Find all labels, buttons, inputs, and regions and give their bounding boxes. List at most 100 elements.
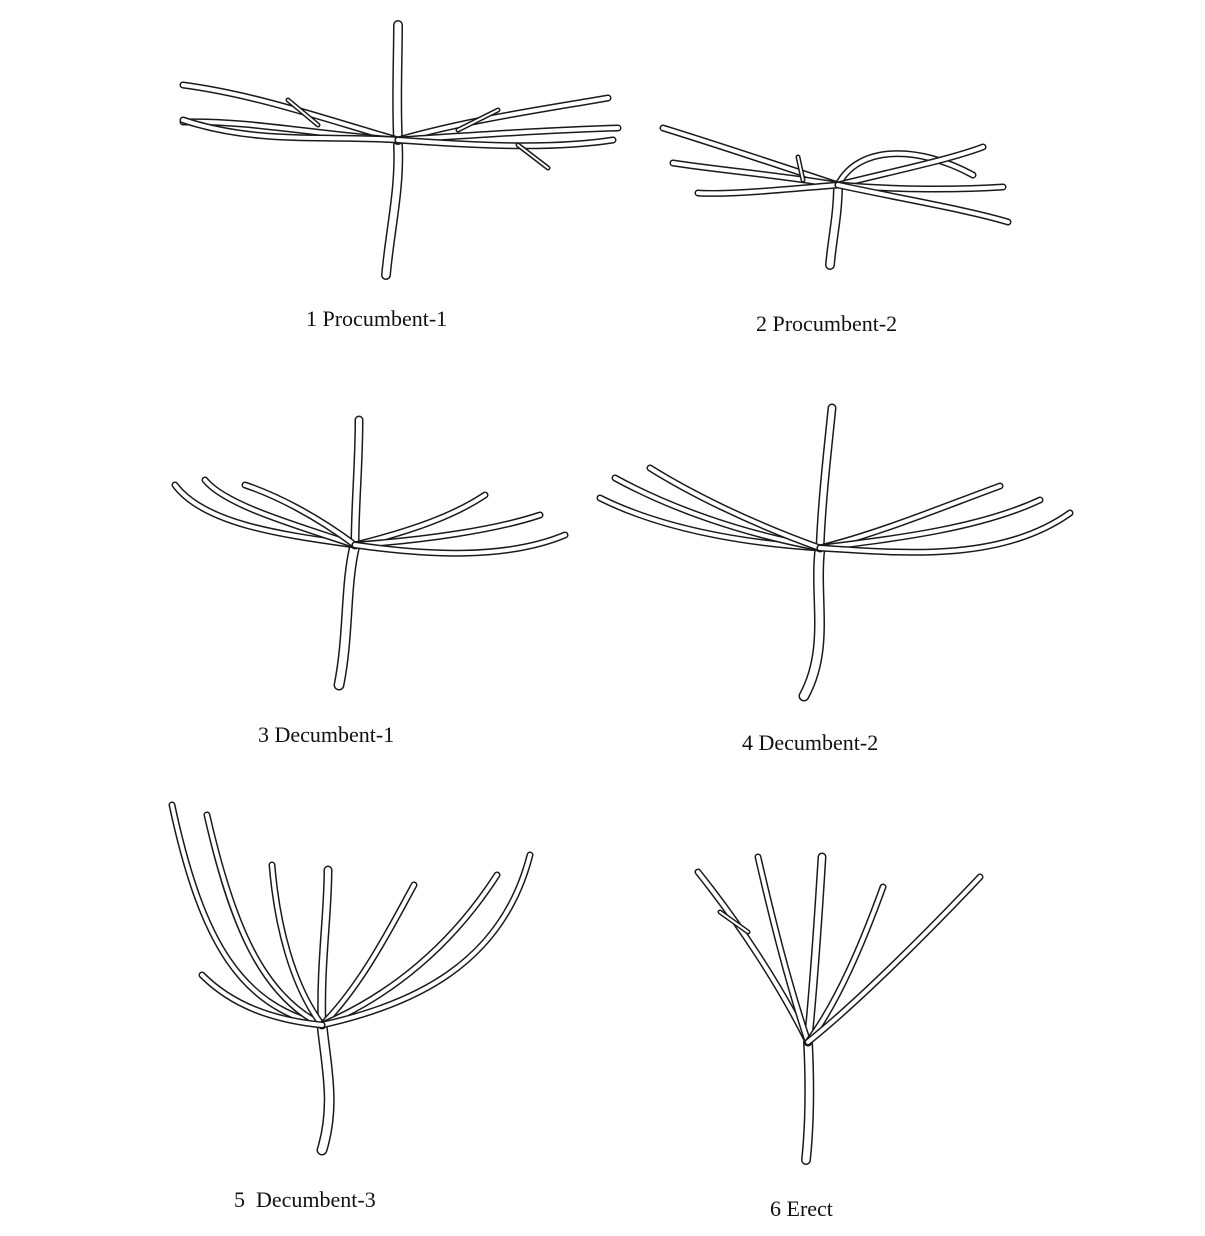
caption-panel-3: 3 Decumbent-1 — [258, 722, 394, 748]
taproot-fill — [806, 1042, 809, 1160]
branch — [808, 887, 883, 1042]
branch — [838, 154, 973, 185]
caption-panel-5: 5 Decumbent-3 — [234, 1187, 376, 1213]
branch — [322, 875, 497, 1025]
branch — [673, 163, 838, 185]
plant-decumbent-2 — [600, 408, 1070, 696]
branch — [322, 855, 530, 1025]
taproot — [386, 145, 398, 275]
branch-fill — [663, 128, 838, 185]
branch-fill — [615, 478, 820, 548]
caption-panel-2: 2 Procumbent-2 — [756, 311, 897, 337]
central-shoot — [355, 420, 359, 545]
branch-fill — [673, 163, 838, 185]
central-shoot — [397, 25, 398, 140]
branch — [820, 500, 1040, 548]
branch — [663, 128, 838, 185]
branch — [183, 122, 398, 140]
branch-fill — [205, 480, 355, 545]
branch — [183, 85, 398, 140]
branch — [820, 513, 1070, 552]
branch-fill — [183, 85, 398, 140]
branch — [398, 98, 608, 140]
branch-fill — [355, 495, 485, 545]
branch — [355, 495, 485, 545]
branch-fill — [838, 147, 983, 185]
branch-fill — [838, 154, 973, 185]
taproot-fill — [830, 185, 838, 265]
twig — [720, 912, 748, 932]
central-shoot-fill — [397, 25, 398, 140]
branch — [838, 147, 983, 185]
branch — [175, 485, 355, 545]
plant-decumbent-3 — [172, 805, 530, 1150]
central-shoot-fill — [820, 408, 832, 548]
branch-fill — [838, 185, 1008, 222]
twig — [518, 145, 548, 168]
branch — [820, 486, 1000, 548]
central-shoot — [322, 870, 328, 1025]
branch — [600, 498, 820, 548]
caption-panel-6: 6 Erect — [770, 1196, 833, 1222]
branch-fill — [272, 865, 322, 1025]
plant-decumbent-1 — [175, 420, 565, 685]
branch-fill — [175, 485, 355, 545]
plant-procumbent-2 — [663, 128, 1008, 265]
taproot-fill — [339, 545, 355, 685]
branch-fill — [172, 805, 322, 1025]
branch — [650, 468, 820, 548]
branch — [272, 865, 322, 1025]
branch — [615, 478, 820, 548]
branch-fill — [698, 185, 838, 193]
branch-fill — [183, 122, 398, 140]
twig — [288, 100, 318, 125]
branch-fill — [398, 98, 608, 140]
branch-fill — [202, 975, 322, 1025]
branch — [355, 515, 540, 545]
plant-erect — [698, 857, 980, 1160]
branch — [698, 185, 838, 193]
branch-fill — [838, 185, 1003, 189]
branch — [355, 535, 565, 553]
twig-fill — [798, 157, 803, 180]
branch — [205, 480, 355, 545]
central-shoot-fill — [808, 857, 822, 1042]
twig-fill — [720, 912, 748, 932]
branch — [838, 185, 1008, 222]
branch-fill — [183, 120, 398, 140]
taproot — [804, 548, 820, 696]
branch-fill — [698, 872, 808, 1042]
branch-fill — [650, 468, 820, 548]
plant-procumbent-1 — [183, 25, 618, 275]
branch-fill — [398, 128, 618, 140]
branch — [207, 815, 322, 1025]
twig — [798, 157, 803, 180]
taproot — [806, 1042, 809, 1160]
taproot-fill — [386, 145, 398, 275]
branch-fill — [820, 513, 1070, 552]
branch-fill — [820, 486, 1000, 548]
branch-fill — [808, 877, 980, 1042]
taproot — [830, 185, 838, 265]
twig-fill — [458, 110, 498, 130]
branch-fill — [355, 535, 565, 553]
branch — [758, 857, 808, 1042]
central-shoot-fill — [322, 870, 328, 1025]
caption-panel-4: 4 Decumbent-2 — [742, 730, 878, 756]
branch-fill — [322, 875, 497, 1025]
branch-fill — [322, 885, 414, 1025]
branch-fill — [245, 485, 355, 545]
branch-fill — [322, 855, 530, 1025]
branch — [202, 975, 322, 1025]
twig — [458, 110, 498, 130]
branch-fill — [355, 515, 540, 545]
central-shoot — [808, 857, 822, 1042]
branch — [322, 885, 414, 1025]
twig-fill — [518, 145, 548, 168]
taproot-fill — [804, 548, 820, 696]
taproot — [339, 545, 355, 685]
branch — [183, 120, 398, 140]
branch-fill — [207, 815, 322, 1025]
branch-fill — [398, 140, 613, 146]
